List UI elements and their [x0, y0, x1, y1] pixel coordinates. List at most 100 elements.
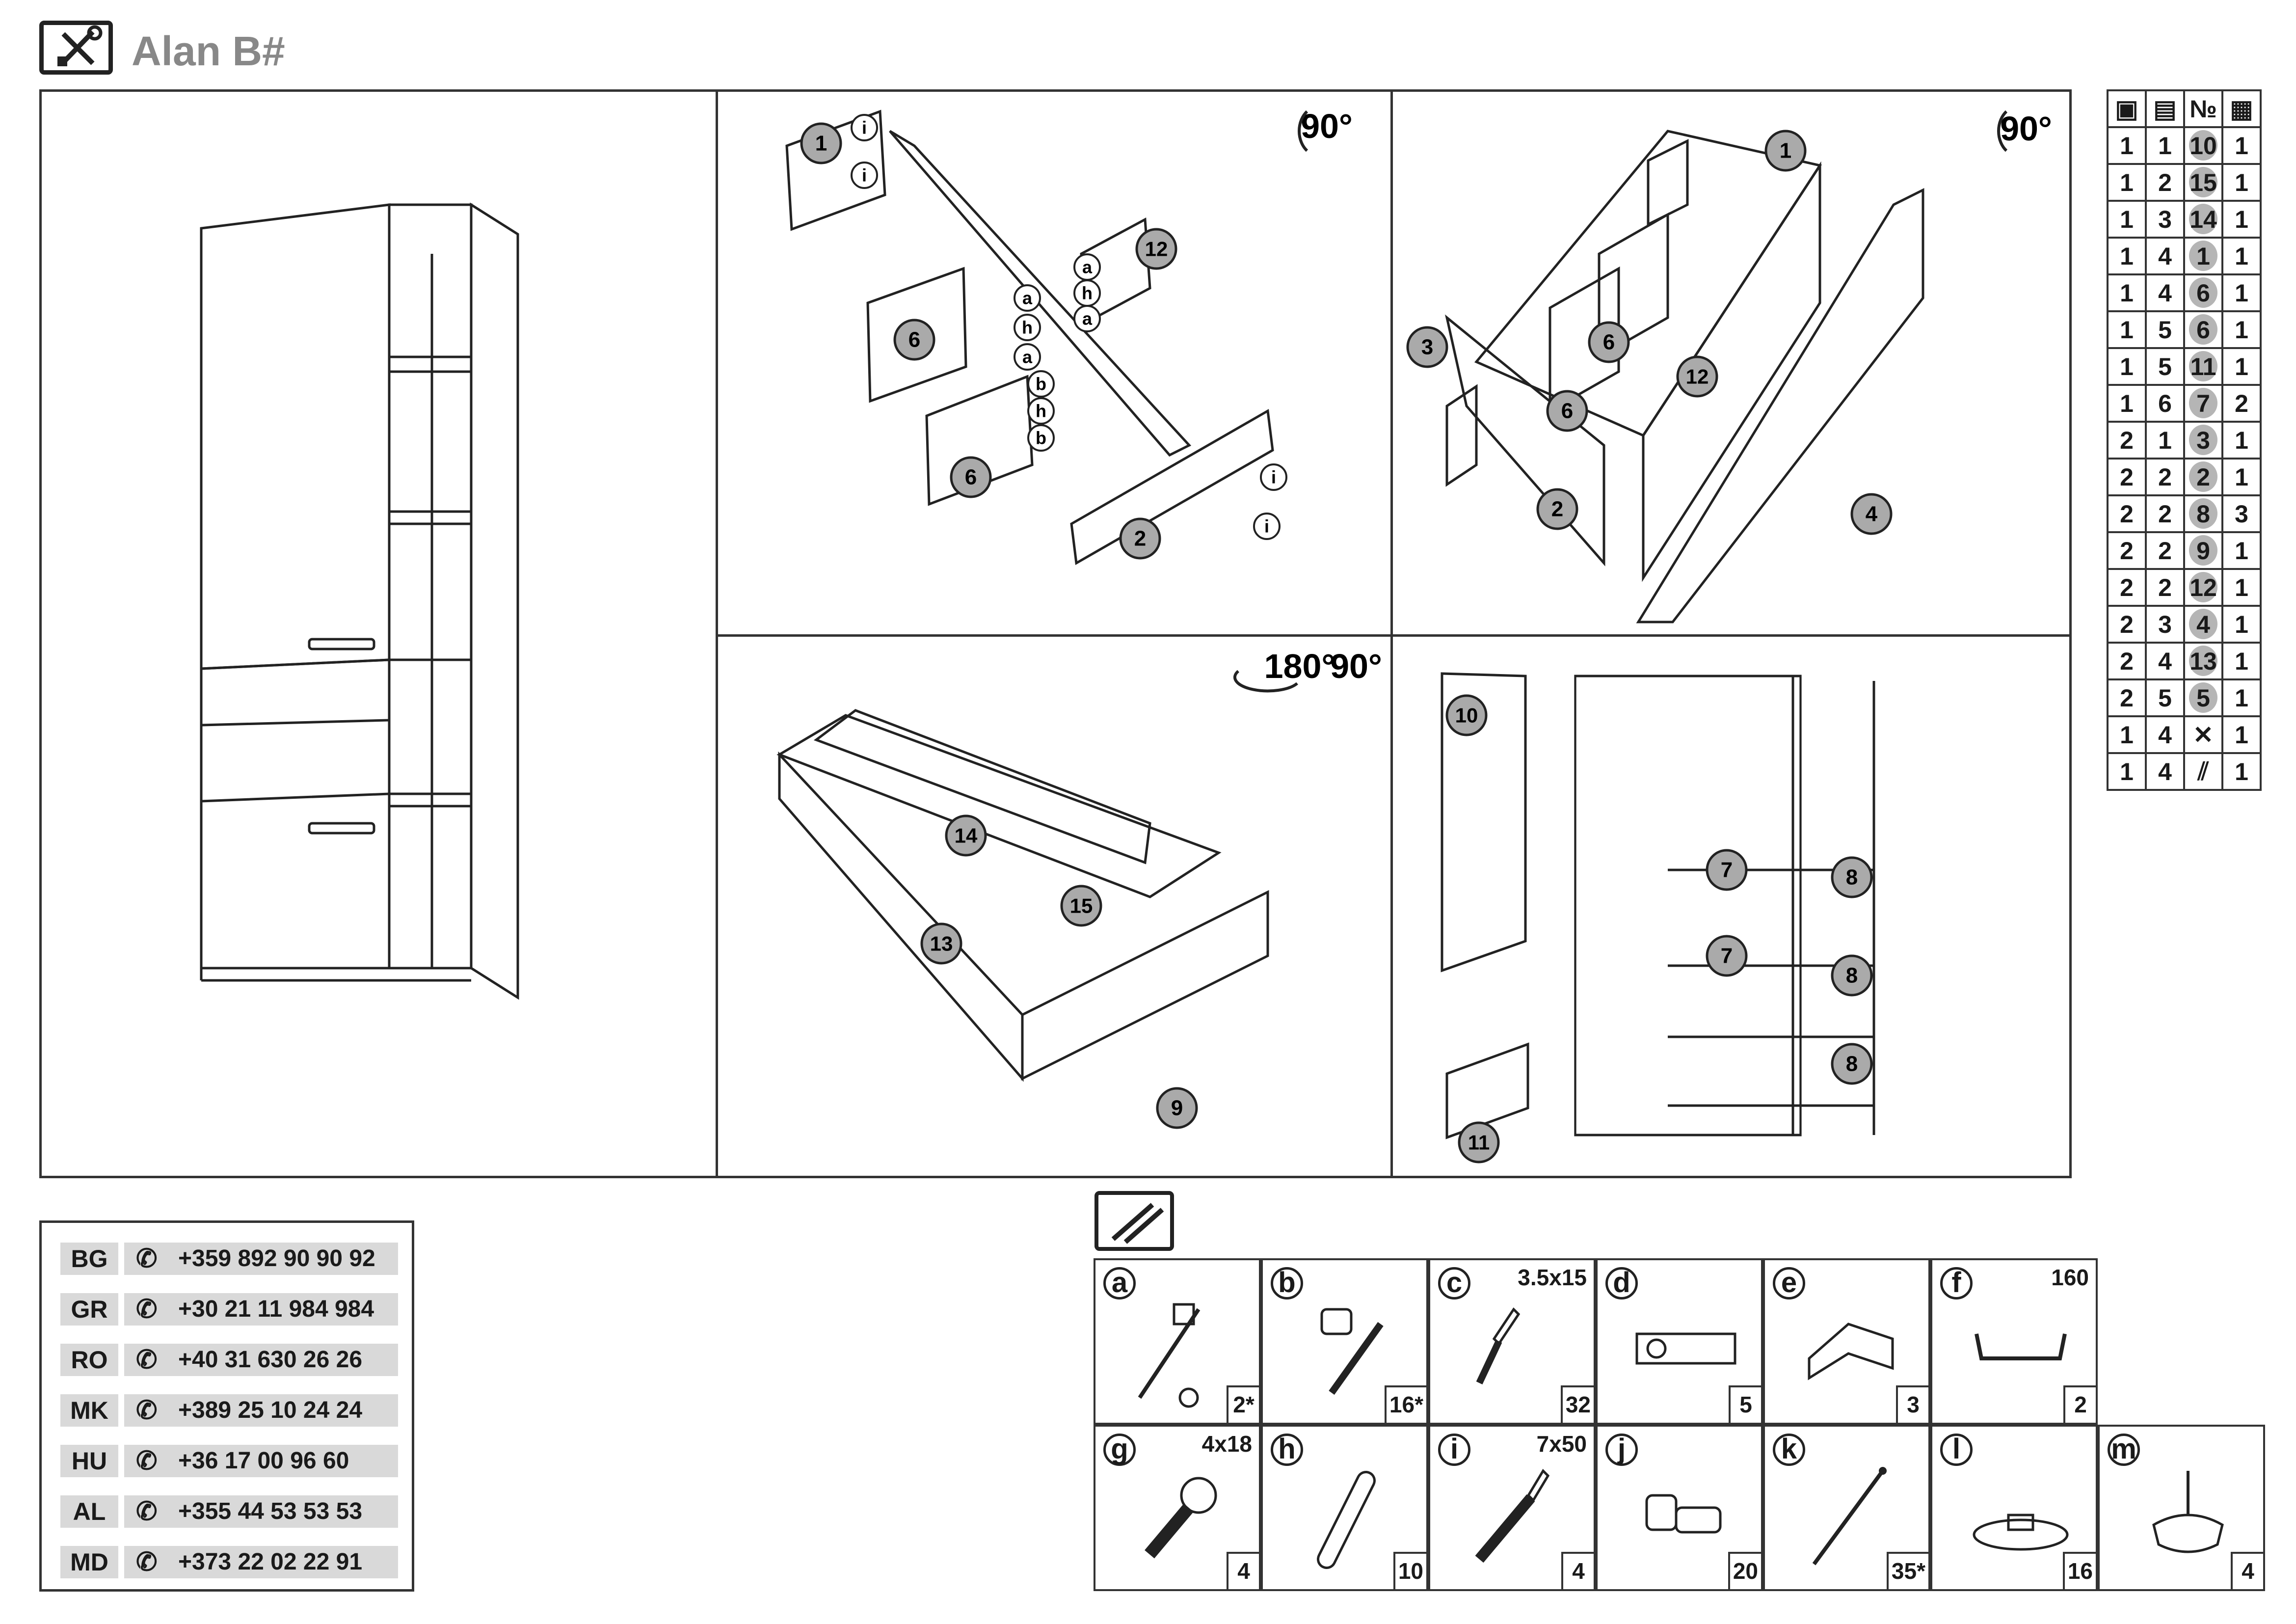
part-number-highlight	[2189, 204, 2217, 234]
svg-text:11: 11	[1468, 1131, 1490, 1154]
part-number-value: 11	[2190, 352, 2216, 380]
package-count: 2	[2107, 605, 2147, 644]
package-count: 1	[2107, 200, 2147, 239]
package-count: 1	[2107, 273, 2147, 312]
svg-text:12: 12	[1145, 238, 1168, 261]
part-number-value: 1	[2196, 242, 2210, 270]
quantity: 1	[2221, 458, 2262, 496]
rotation-label-180: 180°	[1264, 647, 1335, 685]
svg-text:a: a	[1082, 257, 1093, 277]
package-count: 2	[2107, 568, 2147, 607]
hardware-letter: f	[1940, 1267, 1973, 1299]
layer-count: 1	[2145, 126, 2185, 165]
svg-text:b: b	[1036, 428, 1046, 448]
svg-text:10: 10	[1455, 704, 1478, 727]
svg-text:8: 8	[1846, 866, 1858, 890]
contacts-box: BG ✆+359 892 90 90 92 GR ✆+30 21 11 984 …	[39, 1220, 414, 1592]
part-number-highlight	[2189, 314, 2217, 345]
rotate-arrow-icon	[1298, 110, 1308, 152]
package-count: 2	[2107, 421, 2147, 460]
quantity: 2	[2221, 384, 2262, 423]
svg-text:8: 8	[1846, 964, 1858, 988]
divider	[716, 92, 718, 1176]
svg-text:h: h	[1022, 318, 1033, 338]
quantity: 1	[2221, 715, 2262, 754]
part-number-value: 12	[2189, 573, 2217, 601]
package-count: 1	[2107, 715, 2147, 754]
part-number-value: 15	[2189, 168, 2217, 196]
quantity: 1	[2221, 273, 2262, 312]
hardware-letter: h	[1271, 1434, 1303, 1466]
quantity: 1	[2221, 347, 2262, 386]
hinge-icon	[1635, 1332, 1736, 1365]
svg-text:14: 14	[955, 824, 978, 847]
hardware-quantity: 5	[1729, 1385, 1761, 1423]
phone-number: +30 21 11 984 984	[178, 1296, 374, 1322]
part-number: 12	[2183, 568, 2223, 607]
step-4-illustration: 14 15 13 9 180° 90°	[776, 647, 1382, 1129]
page-title: Alan B#	[132, 28, 285, 74]
part-number: 1	[2183, 237, 2223, 275]
cam-connector-icon	[1138, 1303, 1201, 1408]
part-number-highlight	[2189, 609, 2217, 639]
svg-text:h: h	[1036, 401, 1046, 421]
svg-text:6: 6	[1561, 399, 1573, 423]
stack-icon: ▤	[2145, 89, 2185, 128]
package-count: 1	[2107, 237, 2147, 275]
hardware-quantity: 4	[1227, 1552, 1259, 1589]
screw-icon	[1476, 1307, 1521, 1384]
part-number: 7	[2183, 384, 2223, 423]
phone-icon: ✆	[136, 1396, 158, 1425]
hardware-size: 7x50	[1536, 1431, 1587, 1457]
part-number-highlight	[2189, 498, 2217, 529]
hardware-quantity: 2*	[1227, 1385, 1259, 1423]
bracket-icon	[1808, 1323, 1894, 1380]
layer-count: 2	[2145, 163, 2185, 202]
part-number-value: 13	[2189, 647, 2217, 675]
part-number: 6	[2183, 273, 2223, 312]
layer-count: 5	[2145, 347, 2185, 386]
layer-count: 6	[2145, 384, 2185, 423]
layer-count: 2	[2145, 458, 2185, 496]
country-code: MD	[60, 1546, 118, 1578]
part-number-highlight	[2189, 388, 2217, 418]
svg-text:15: 15	[1070, 894, 1093, 918]
quantity: 1	[2221, 126, 2262, 165]
part-number: 2	[2183, 458, 2223, 496]
rotate-arrow-icon	[1233, 670, 1298, 693]
part-number-highlight	[2189, 130, 2217, 161]
layer-count: 4	[2145, 273, 2185, 312]
quantity: 1	[2221, 237, 2262, 275]
svg-text:2: 2	[1134, 527, 1146, 551]
part-number-value: 2	[2196, 463, 2210, 491]
divider	[716, 634, 2072, 637]
part-number-highlight	[2189, 646, 2217, 676]
phone-icon: ✆	[136, 1548, 158, 1576]
phone-number: +373 22 02 22 91	[178, 1549, 363, 1575]
phone-number: +359 892 90 90 92	[178, 1245, 375, 1272]
glide-icon	[1973, 1514, 2069, 1551]
long-screw-icon	[1475, 1468, 1550, 1563]
package-count: 1	[2107, 126, 2147, 165]
country-code: GR	[60, 1293, 118, 1326]
layer-count: 1	[2145, 421, 2185, 460]
svg-text:i: i	[1271, 467, 1276, 487]
package-count: 1	[2107, 310, 2147, 349]
number-header: №	[2183, 89, 2223, 128]
svg-text:12: 12	[1686, 365, 1709, 388]
